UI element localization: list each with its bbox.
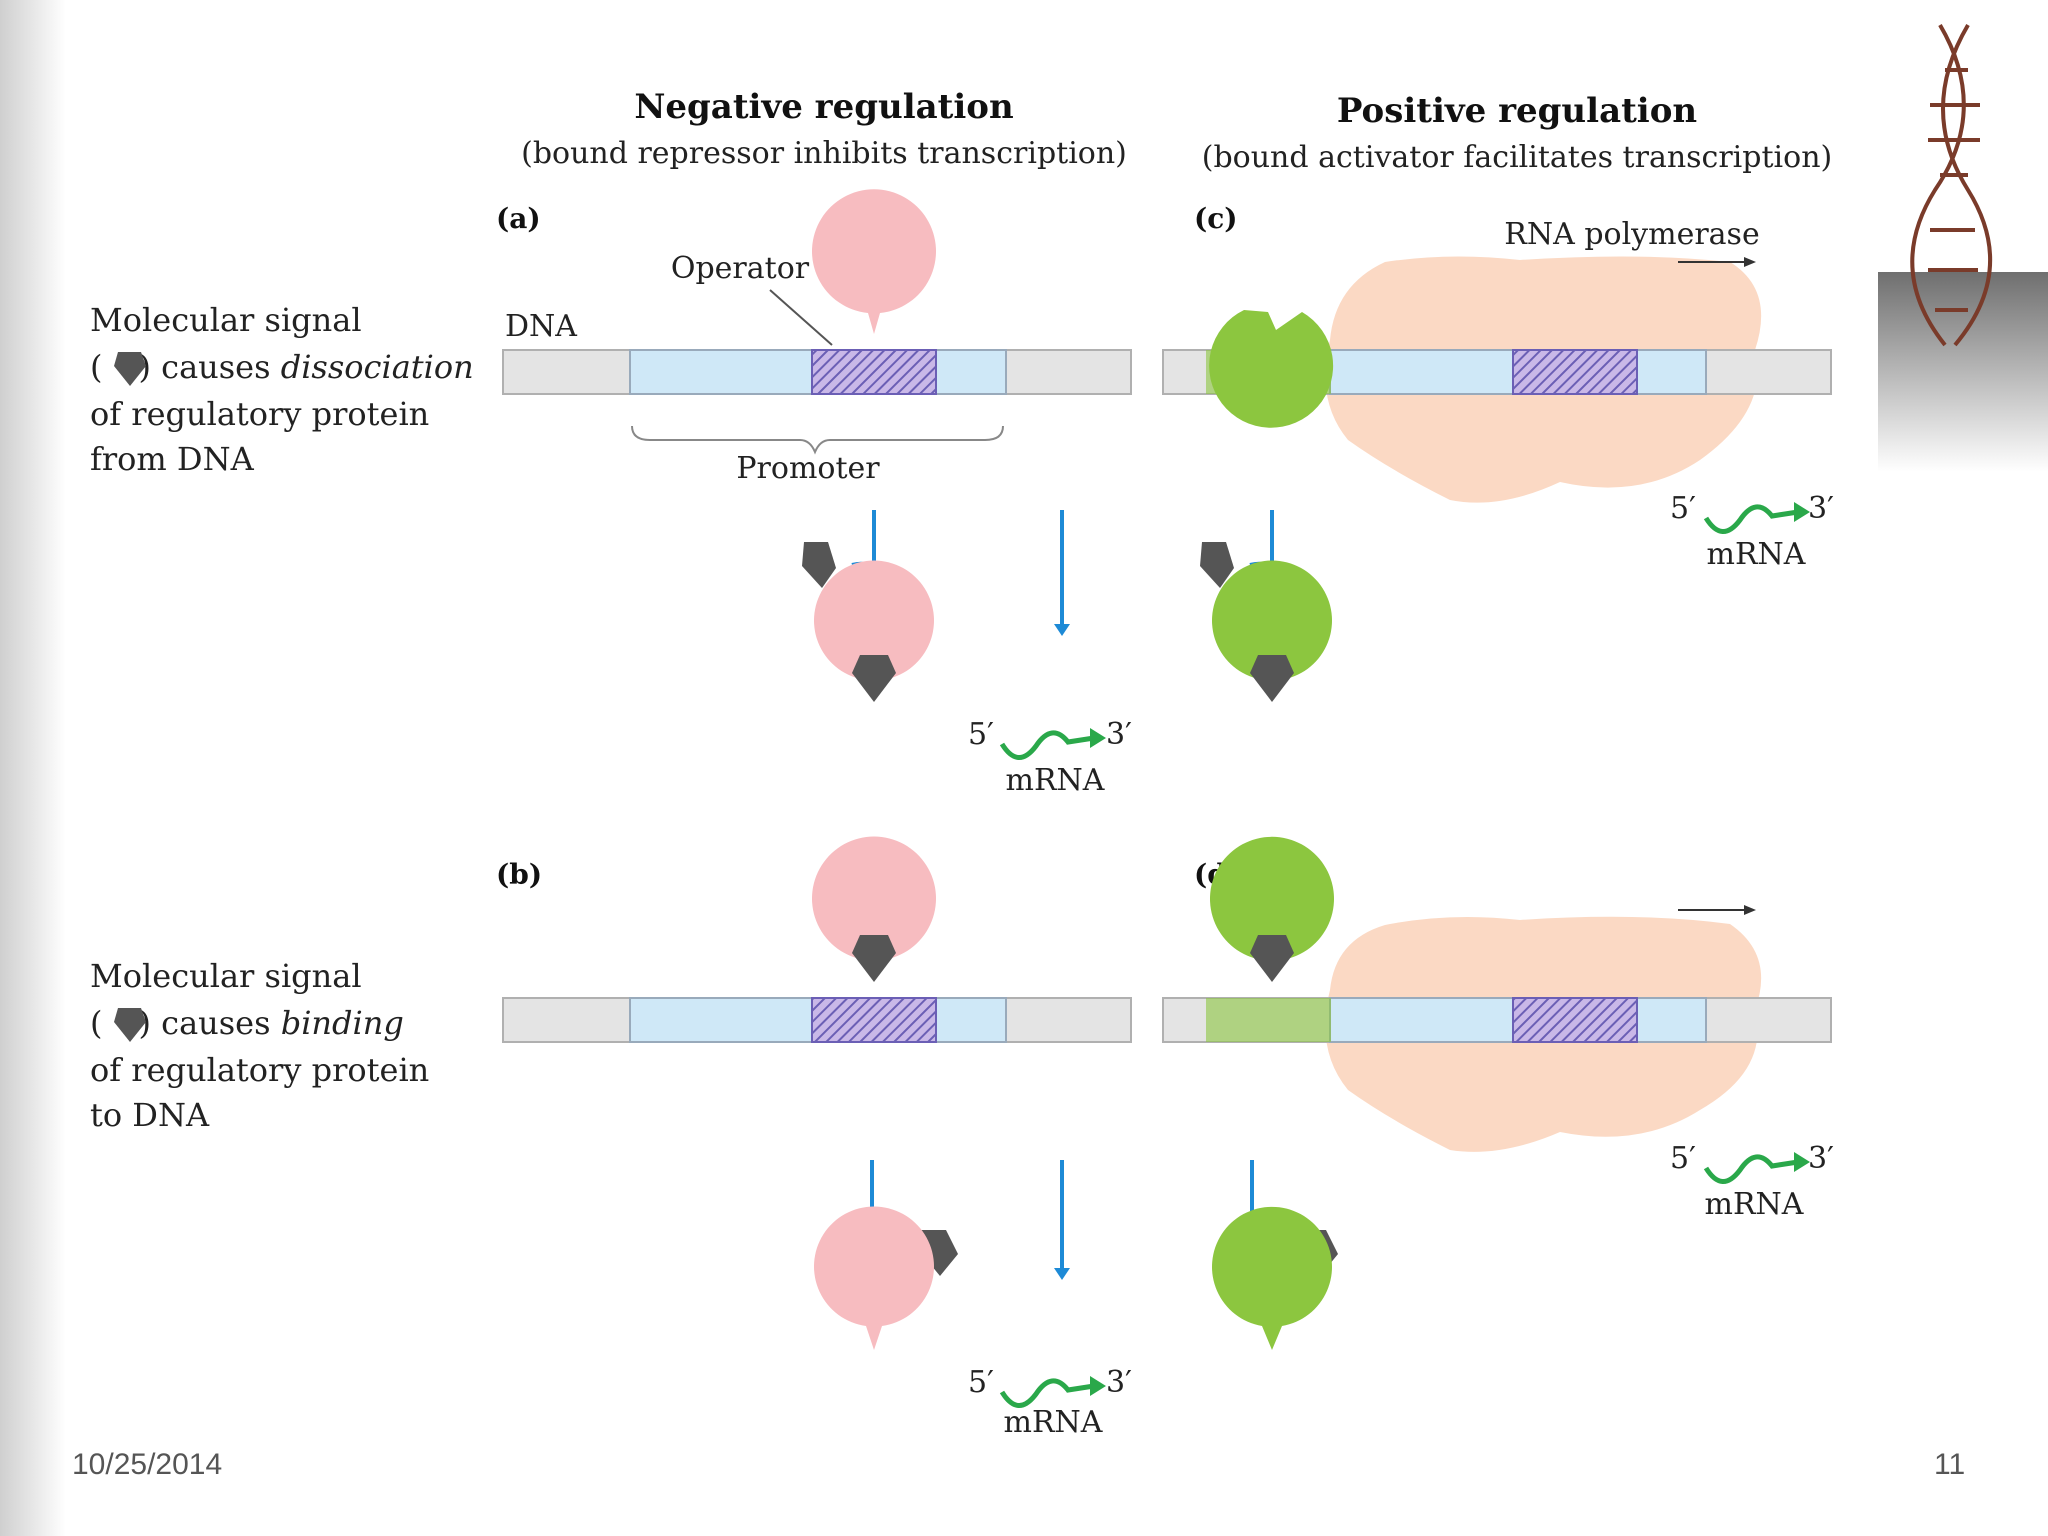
diamond-signal-icon	[852, 655, 896, 702]
diamond-signal-icon	[1250, 935, 1294, 982]
svg-text:from DNA: from DNA	[90, 440, 255, 478]
panel-b-label: (b)	[496, 858, 542, 891]
negative-subheading: (bound repressor inhibits transcription)	[521, 136, 1127, 171]
five-prime-label: 5′	[968, 1365, 994, 1400]
operator-region	[811, 349, 937, 395]
mrna-label: mRNA	[1707, 537, 1806, 572]
five-prime-label: 5′	[1670, 491, 1696, 526]
five-prime-label: 5′	[1670, 1141, 1696, 1176]
svg-text:Molecular signal: Molecular signal	[90, 957, 362, 995]
activator-protein	[1210, 836, 1334, 980]
panel-c: RNA polymerase 5′ 3′ mRNA	[1162, 217, 1834, 702]
diamond-signal-icon	[114, 352, 146, 386]
three-prime-label: 3′	[1808, 1141, 1834, 1176]
rna-polymerase-label: RNA polymerase	[1504, 217, 1759, 252]
mrna-arrowhead	[1794, 1152, 1810, 1172]
repressor-protein	[812, 189, 936, 334]
side-note-bottom: Molecular signal () causes binding of re…	[90, 957, 429, 1134]
promoter-label: Promoter	[736, 451, 880, 486]
five-prime-label: 5′	[968, 717, 994, 752]
positive-heading: Positive regulation	[1337, 91, 1697, 131]
svg-text:() causes dissociation: () causes dissociation	[90, 348, 474, 386]
side-note-top: Molecular signal () causes dissociation …	[90, 301, 474, 478]
three-prime-label: 3′	[1106, 717, 1132, 752]
negative-heading: Negative regulation	[634, 87, 1013, 127]
mrna-label: mRNA	[1004, 1405, 1103, 1440]
repressor-protein	[812, 836, 937, 980]
diamond-signal-icon	[852, 935, 896, 982]
arrowhead	[1054, 1268, 1070, 1280]
dna-label: DNA	[505, 309, 577, 344]
three-prime-label: 3′	[1106, 1365, 1132, 1400]
diamond-signal-icon	[1250, 655, 1294, 702]
slide-page-number: 11	[1934, 1448, 1966, 1481]
mrna-label: mRNA	[1705, 1187, 1804, 1222]
slide-date: 10/25/2014	[72, 1448, 223, 1481]
operator-region	[1512, 997, 1638, 1043]
mrna-arrowhead	[1090, 728, 1106, 748]
activator-protein	[1212, 560, 1332, 700]
left-decor-strip	[0, 0, 66, 1536]
diamond-signal-icon	[1200, 542, 1234, 588]
promoter-bracket	[631, 425, 1004, 455]
panel-a: Operator DNA Promoter 5′ 3′ mRNA	[502, 189, 1132, 798]
diamond-signal-icon	[114, 1008, 146, 1042]
positive-subheading: (bound activator facilitates transcripti…	[1202, 140, 1832, 175]
operator-region	[1512, 349, 1638, 395]
dna-helix-icon	[1910, 23, 1993, 347]
repressor-protein	[814, 560, 935, 700]
activator-on-dna	[1206, 998, 1331, 1042]
operator-label: Operator	[671, 251, 810, 286]
activator-on-dna	[1206, 350, 1331, 394]
svg-text:to DNA: to DNA	[90, 1096, 210, 1134]
mrna-label: mRNA	[1006, 763, 1105, 798]
arrowhead	[1054, 624, 1070, 636]
panel-a-label: (a)	[496, 202, 541, 235]
activator-protein	[1212, 1206, 1333, 1350]
right-decor-band	[1878, 272, 2048, 472]
operator-region	[811, 997, 937, 1043]
svg-text:of regulatory protein: of regulatory protein	[90, 395, 429, 433]
operator-pointer	[769, 289, 833, 346]
repressor-protein	[814, 1206, 935, 1350]
mrna-arrowhead	[1794, 502, 1810, 522]
mrna-squiggle	[1703, 1154, 1799, 1184]
mrna-squiggle	[999, 730, 1095, 760]
arrowhead	[1744, 257, 1756, 267]
mrna-arrowhead	[1090, 1376, 1106, 1396]
svg-text:of regulatory protein: of regulatory protein	[90, 1051, 429, 1089]
mrna-squiggle	[999, 1378, 1095, 1408]
diamond-signal-icon	[920, 1230, 958, 1276]
diamond-signal-icon	[802, 542, 836, 588]
svg-text:Molecular signal: Molecular signal	[90, 301, 362, 339]
panel-b: 5′ 3′ mRNA	[502, 836, 1132, 1440]
mrna-squiggle	[1703, 504, 1799, 534]
panel-c-label: (c)	[1194, 202, 1238, 235]
three-prime-label: 3′	[1808, 491, 1834, 526]
arrowhead	[1744, 905, 1756, 915]
panel-d: 5′ 3′ mRNA	[1162, 836, 1834, 1350]
svg-text:() causes binding: () causes binding	[90, 1004, 404, 1042]
